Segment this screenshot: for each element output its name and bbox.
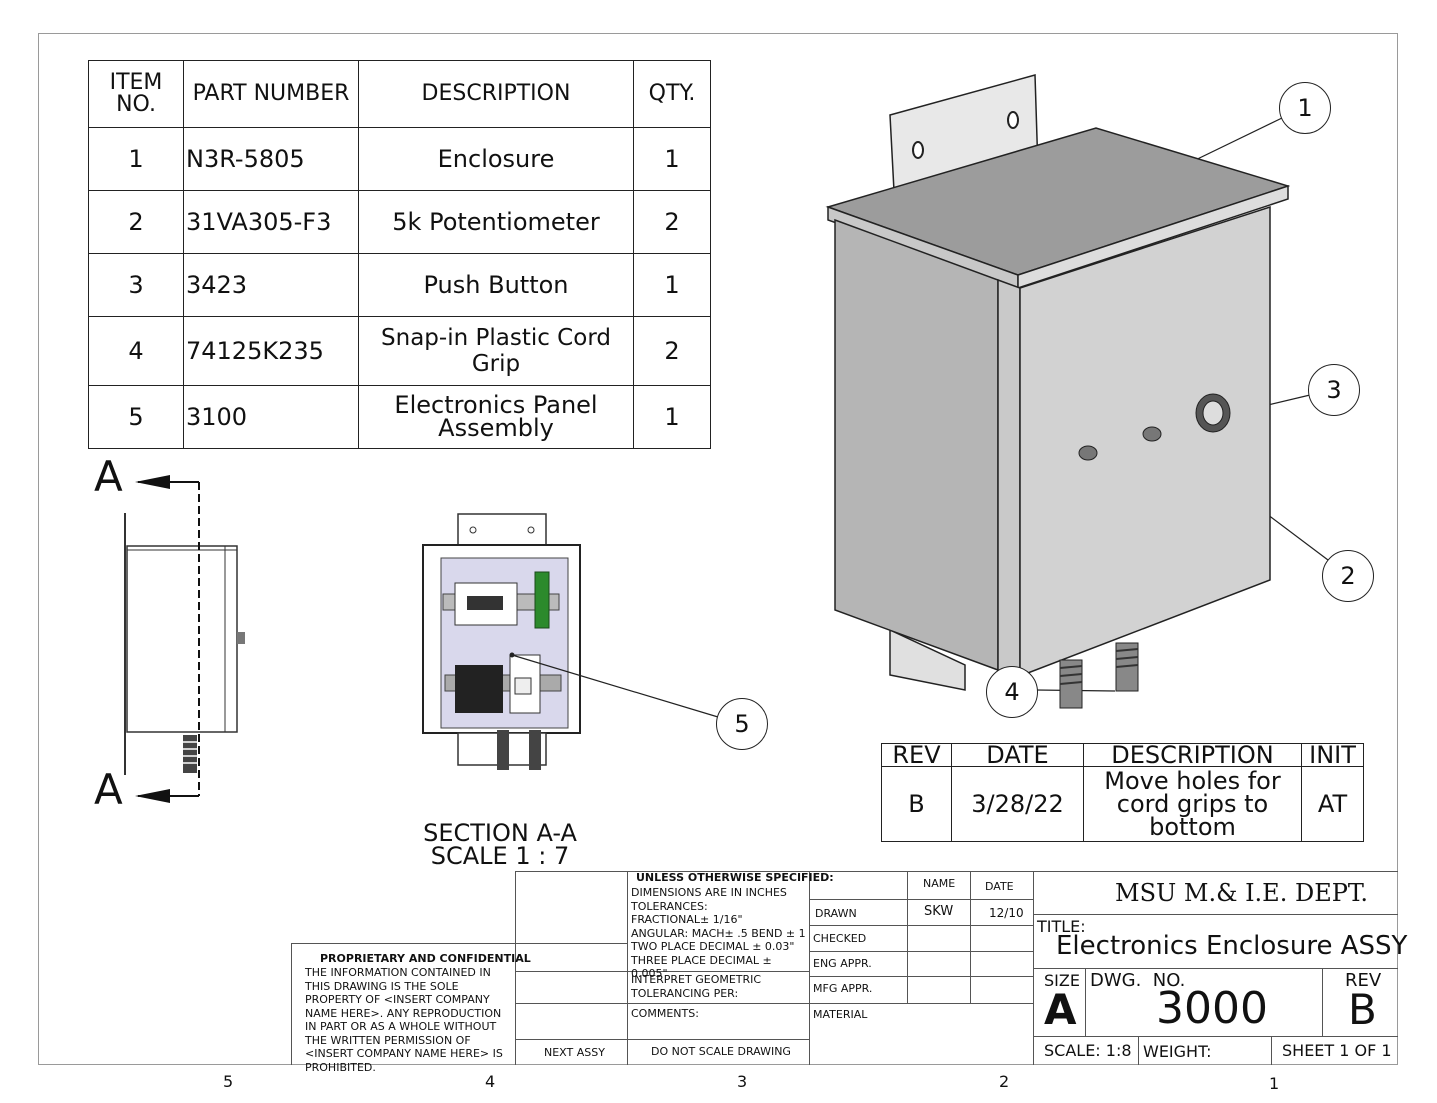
tolerance-line: FRACTIONAL± 1/16"	[631, 913, 743, 926]
dwg-no-value: 3000	[1156, 983, 1268, 1034]
bom-header-item: ITEM NO.	[88, 60, 184, 128]
bom-part: 3100	[183, 385, 359, 449]
bom-row: 2 31VA305-F3 5k Potentiometer 2	[88, 190, 711, 254]
proprietary-heading: PROPRIETARY AND CONFIDENTIAL	[320, 952, 531, 965]
bom-desc: Electronics Panel Assembly	[358, 385, 634, 449]
tolerance-line: DIMENSIONS ARE IN INCHES	[631, 886, 787, 899]
bom-desc: Enclosure	[358, 127, 634, 191]
drawn-date: 12/10	[989, 906, 1024, 920]
scale-label: SCALE: 1:8	[1044, 1041, 1132, 1060]
zone-label: 1	[1269, 1074, 1280, 1093]
rev-init: AT	[1301, 766, 1364, 842]
section-scale: SCALE 1 : 7	[430, 842, 570, 870]
balloon-1: 1	[1279, 82, 1331, 134]
zone-label: 4	[485, 1072, 496, 1091]
rev-value: B	[1348, 985, 1377, 1034]
zone-label: 3	[737, 1072, 748, 1091]
drawing-title: Electronics Enclosure ASSY	[1056, 931, 1408, 961]
section-view	[422, 513, 581, 770]
drawing-border	[38, 33, 1398, 1065]
company-name: MSU M.& I.E. DEPT.	[1115, 879, 1368, 907]
bom-item: 3	[88, 253, 184, 317]
revision-table: REV DATE DESCRIPTION INIT B 3/28/22 Move…	[881, 743, 1364, 842]
bom-item: 5	[88, 385, 184, 449]
balloon-4: 4	[986, 666, 1038, 718]
bom-header-part: PART NUMBER	[183, 60, 359, 128]
interpret-label: INTERPRET GEOMETRIC TOLERANCING PER:	[631, 973, 762, 1000]
bom-desc: Snap-in Plastic Cord Grip	[358, 316, 634, 386]
tolerance-lines: DIMENSIONS ARE IN INCHES TOLERANCES: FRA…	[631, 886, 811, 981]
bom-header-row: ITEM NO. PART NUMBER DESCRIPTION QTY.	[88, 60, 711, 128]
tolerance-line: THREE PLACE DECIMAL ± 0.005"	[631, 953, 772, 981]
bom-item: 4	[88, 316, 184, 386]
balloon-5: 5	[716, 698, 768, 750]
bom-desc: Push Button	[358, 253, 634, 317]
bom-qty: 2	[633, 190, 711, 254]
side-view	[124, 475, 245, 803]
rev-header-init: INIT	[1301, 743, 1364, 767]
rev-description: Move holes for cord grips to bottom	[1083, 766, 1302, 842]
isometric-view	[825, 74, 1290, 709]
bom-row: 1 N3R-5805 Enclosure 1	[88, 127, 711, 191]
weight-label: WEIGHT:	[1143, 1042, 1212, 1061]
eng-appr-label: ENG APPR.	[813, 957, 872, 970]
size-value: A	[1044, 985, 1077, 1034]
section-marker-bottom: A	[94, 765, 123, 814]
bom-item: 1	[88, 127, 184, 191]
size-label: SIZE	[1044, 971, 1080, 990]
sheet-label: SHEET 1 OF 1	[1282, 1041, 1392, 1060]
bom-part: N3R-5805	[183, 127, 359, 191]
rev-header-desc: DESCRIPTION	[1083, 743, 1302, 767]
next-assy-label: NEXT ASSY	[544, 1046, 605, 1059]
bom-desc: 5k Potentiometer	[358, 190, 634, 254]
bom-qty: 1	[633, 385, 711, 449]
rev-header-rev: REV	[881, 743, 952, 767]
bom-qty: 1	[633, 253, 711, 317]
balloon-2: 2	[1322, 550, 1374, 602]
name-header: NAME	[923, 877, 956, 890]
bill-of-materials: ITEM NO. PART NUMBER DESCRIPTION QTY. 1 …	[88, 60, 711, 449]
tolerance-line: TOLERANCES:	[631, 899, 708, 913]
bom-header-desc: DESCRIPTION	[358, 60, 634, 128]
dwg-no-label: DWG. NO.	[1090, 970, 1186, 991]
bom-part: 74125K235	[183, 316, 359, 386]
bom-qty: 1	[633, 127, 711, 191]
title-label: TITLE:	[1037, 917, 1086, 936]
balloon-3: 3	[1308, 364, 1360, 416]
rev-date: 3/28/22	[951, 766, 1084, 842]
proprietary-text: THE INFORMATION CONTAINED IN THIS DRAWIN…	[305, 966, 503, 1074]
bom-part: 3423	[183, 253, 359, 317]
zone-label: 5	[223, 1072, 234, 1091]
bom-row: 4 74125K235 Snap-in Plastic Cord Grip 2	[88, 316, 711, 386]
comments-label: COMMENTS:	[631, 1007, 699, 1020]
do-not-scale-label: DO NOT SCALE DRAWING	[651, 1045, 791, 1058]
bom-row: 5 3100 Electronics Panel Assembly 1	[88, 385, 711, 449]
date-header: DATE	[985, 880, 1014, 893]
rev-header-date: DATE	[951, 743, 1084, 767]
material-label: MATERIAL	[813, 1008, 868, 1021]
drawn-name: SKW	[924, 904, 954, 919]
tolerance-line: TWO PLACE DECIMAL ± 0.03"	[631, 940, 795, 953]
drawn-label: DRAWN	[815, 907, 857, 920]
rev-label: REV	[1345, 970, 1382, 991]
section-marker-top: A	[94, 452, 123, 501]
bom-item: 2	[88, 190, 184, 254]
zone-label: 2	[999, 1072, 1010, 1091]
bom-row: 3 3423 Push Button 1	[88, 253, 711, 317]
mfg-appr-label: MFG APPR.	[813, 982, 873, 995]
section-title: SECTION A-A	[423, 819, 577, 847]
checked-label: CHECKED	[813, 932, 867, 945]
rev-letter: B	[881, 766, 952, 842]
tolerance-line: ANGULAR: MACH± .5 BEND ± 1	[631, 926, 806, 940]
tolerance-heading: UNLESS OTHERWISE SPECIFIED:	[636, 871, 834, 884]
